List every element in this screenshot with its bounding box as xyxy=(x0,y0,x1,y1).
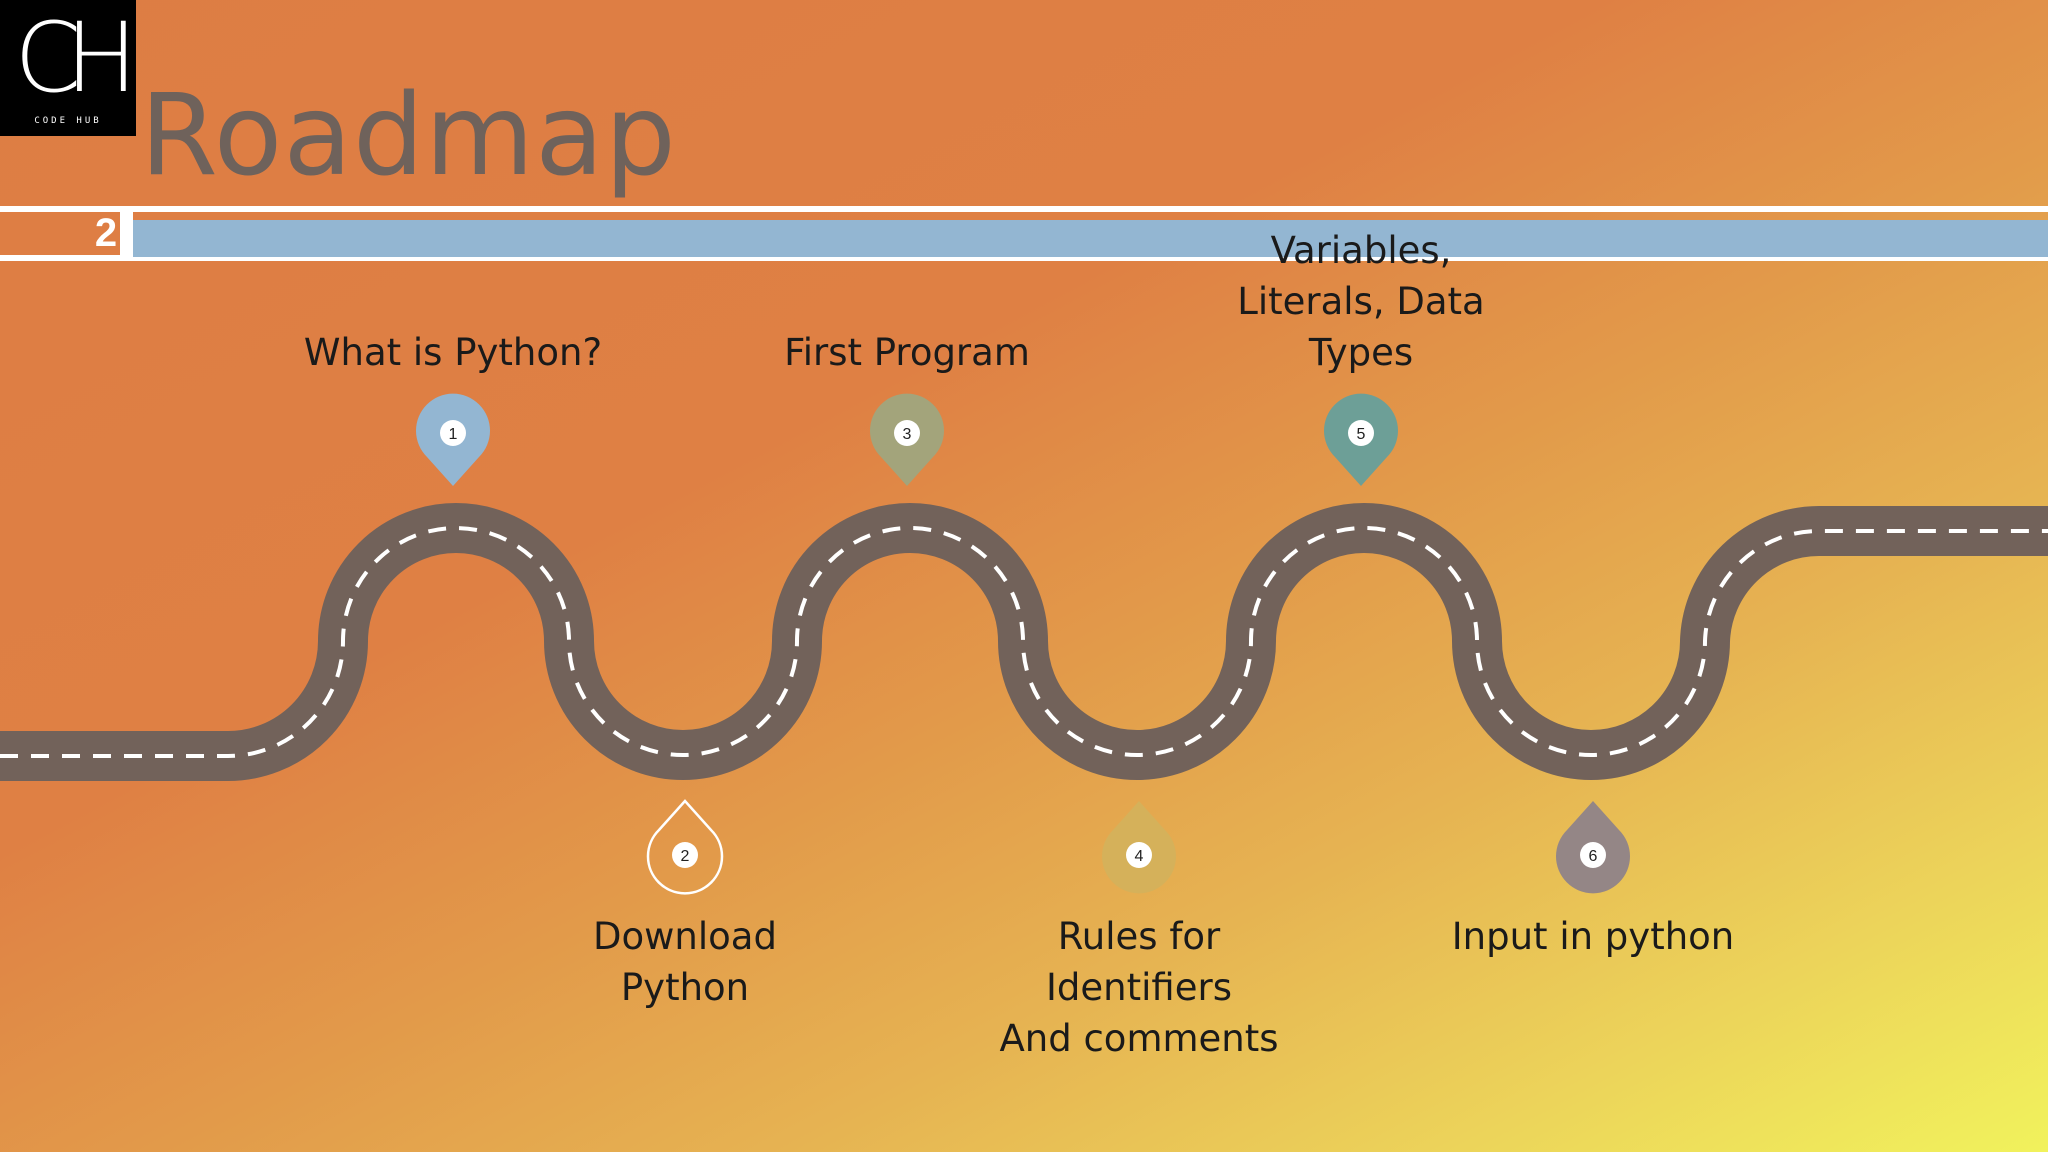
pin-3-badge xyxy=(894,420,920,446)
pin-5-badge xyxy=(1348,420,1374,446)
slide-title: Roadmap xyxy=(140,71,677,201)
step-1-pin: 1 xyxy=(416,393,490,486)
step-2-label: Download Python xyxy=(593,915,777,1009)
step-3-pin: 3 xyxy=(870,393,944,486)
pin-2-number: 2 xyxy=(681,848,690,865)
step-4-label: Rules for Identifiers And comments xyxy=(999,915,1279,1060)
step-6-label: Input in python xyxy=(1451,915,1735,958)
step-2-pin: 2 xyxy=(646,799,724,895)
step-5-label: Variables, Literals, Data Types xyxy=(1237,229,1485,374)
pin-5-number: 5 xyxy=(1357,426,1366,443)
pin-1-badge xyxy=(440,420,466,446)
winding-road xyxy=(0,503,2048,781)
road-center-dash xyxy=(0,526,2048,758)
step-6-pin: 6 xyxy=(1556,801,1630,894)
pin-3-number: 3 xyxy=(903,426,912,443)
pin-6-number: 6 xyxy=(1589,848,1598,865)
pin-4-badge xyxy=(1126,842,1152,868)
band-separator xyxy=(120,212,133,255)
step-4-pin: 4 xyxy=(1102,801,1176,894)
pin-2-badge xyxy=(672,842,698,868)
header-band: 2 xyxy=(0,206,2048,261)
step-3-label: First Program xyxy=(784,331,1030,374)
pin-1-number: 1 xyxy=(449,426,458,443)
band-blue-bar xyxy=(133,220,2048,257)
slide-number: 2 xyxy=(94,211,118,255)
pin-4-number: 4 xyxy=(1135,848,1144,865)
logo-caption: CODE HUB xyxy=(34,116,102,126)
code-hub-logo: CH CODE HUB xyxy=(0,0,138,136)
logo-mark: CH xyxy=(14,2,137,114)
pin-6-badge xyxy=(1580,842,1606,868)
step-5-pin: 5 xyxy=(1324,393,1398,486)
step-1-label: What is Python? xyxy=(303,331,603,374)
pin-2-shape xyxy=(646,799,724,895)
